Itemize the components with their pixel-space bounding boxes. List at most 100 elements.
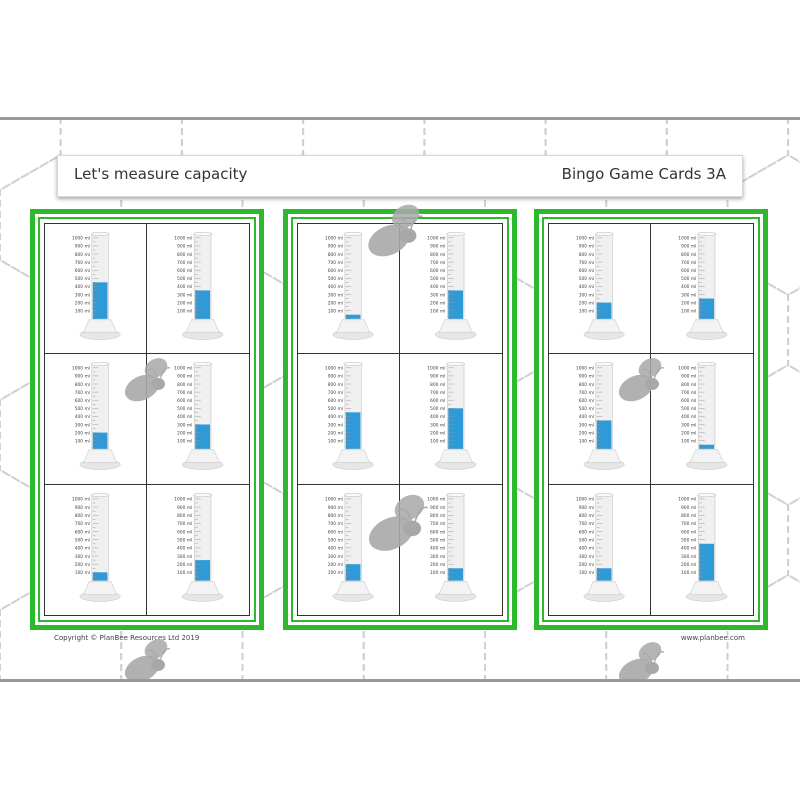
scale-label: 500 ml <box>430 537 445 543</box>
bee-icon <box>124 639 171 679</box>
scale-label: 400 ml <box>177 284 192 290</box>
scale-label: 500 ml <box>75 406 90 412</box>
scale-label: 300 ml <box>681 422 696 428</box>
scale-label: 600 ml <box>177 268 192 274</box>
website-text: www.planbee.com <box>680 634 745 642</box>
scale-label: 200 ml <box>430 431 445 437</box>
scale-label: 300 ml <box>177 292 192 298</box>
scale-label: 1000 ml <box>325 366 343 372</box>
scale-label: 400 ml <box>579 414 594 420</box>
scale-label: 300 ml <box>681 292 696 298</box>
scale-label: 900 ml <box>681 374 696 380</box>
liquid-level <box>195 290 211 319</box>
liquid-level <box>448 290 464 319</box>
scale-label: 900 ml <box>430 374 445 380</box>
scale-label: 600 ml <box>177 529 192 535</box>
liquid-level <box>195 559 211 581</box>
scale-label: 900 ml <box>579 504 594 510</box>
scale-label: 200 ml <box>75 300 90 306</box>
bingo-card-2: 1000 ml 900 ml 800 ml 700 ml 600 ml 500 ml 400… <box>283 209 517 630</box>
scale-label: 100 ml <box>177 570 192 576</box>
scale-label: 300 ml <box>177 422 192 428</box>
scale-label: 900 ml <box>75 244 90 250</box>
bee-icon <box>368 494 428 551</box>
liquid-level <box>448 567 464 581</box>
scale-label: 800 ml <box>579 382 594 388</box>
scale-label: 900 ml <box>328 374 343 380</box>
scale-label: 600 ml <box>328 268 343 274</box>
scale-label: 800 ml <box>75 252 90 258</box>
scale-label: 900 ml <box>430 504 445 510</box>
scale-label: 1000 ml <box>174 235 192 241</box>
scale-label: 200 ml <box>681 562 696 568</box>
scale-label: 200 ml <box>177 562 192 568</box>
scale-label: 400 ml <box>75 545 90 551</box>
card-grid: 1000 ml 900 ml 800 ml 700 ml 600 ml 500 ml 400… <box>297 223 503 616</box>
scale-label: 500 ml <box>75 537 90 543</box>
scale-label: 700 ml <box>177 260 192 266</box>
scale-label: 600 ml <box>681 268 696 274</box>
scale-label: 1000 ml <box>325 496 343 502</box>
scale-label: 1000 ml <box>72 235 90 241</box>
liquid-level <box>699 543 715 581</box>
scale-label: 600 ml <box>75 268 90 274</box>
scale-label: 800 ml <box>177 382 192 388</box>
scale-label: 200 ml <box>681 431 696 437</box>
scale-label: 1000 ml <box>678 366 696 372</box>
scale-label: 700 ml <box>579 260 594 266</box>
scale-label: 100 ml <box>430 439 445 445</box>
scale-label: 800 ml <box>328 513 343 519</box>
scale-label: 600 ml <box>430 268 445 274</box>
scale-label: 800 ml <box>430 382 445 388</box>
scale-label: 200 ml <box>430 562 445 568</box>
scale-label: 700 ml <box>177 390 192 396</box>
scale-label: 700 ml <box>579 521 594 527</box>
scale-label: 200 ml <box>579 300 594 306</box>
scale-label: 600 ml <box>579 529 594 535</box>
scale-label: 100 ml <box>681 439 696 445</box>
scale-label: 200 ml <box>75 431 90 437</box>
scale-label: 1000 ml <box>427 235 445 241</box>
scale-label: 400 ml <box>328 284 343 290</box>
scale-label: 900 ml <box>177 244 192 250</box>
title-bar: Let's measure capacity Bingo Game Cards … <box>57 155 743 197</box>
scale-label: 100 ml <box>579 308 594 314</box>
scale-label: 100 ml <box>177 308 192 314</box>
scale-label: 200 ml <box>579 431 594 437</box>
scale-label: 700 ml <box>328 390 343 396</box>
scale-label: 1000 ml <box>427 496 445 502</box>
scale-label: 100 ml <box>681 308 696 314</box>
scale-label: 400 ml <box>430 545 445 551</box>
scale-label: 900 ml <box>177 374 192 380</box>
scale-label: 700 ml <box>681 390 696 396</box>
scale-label: 700 ml <box>328 260 343 266</box>
scale-label: 1000 ml <box>174 496 192 502</box>
scale-label: 600 ml <box>430 529 445 535</box>
scale-label: 300 ml <box>430 553 445 559</box>
scale-label: 100 ml <box>75 439 90 445</box>
scale-label: 800 ml <box>681 382 696 388</box>
liquid-level <box>92 432 108 450</box>
scale-label: 200 ml <box>328 300 343 306</box>
scale-label: 500 ml <box>328 537 343 543</box>
scale-label: 800 ml <box>430 252 445 258</box>
scale-label: 1000 ml <box>576 366 594 372</box>
scale-label: 100 ml <box>328 439 343 445</box>
